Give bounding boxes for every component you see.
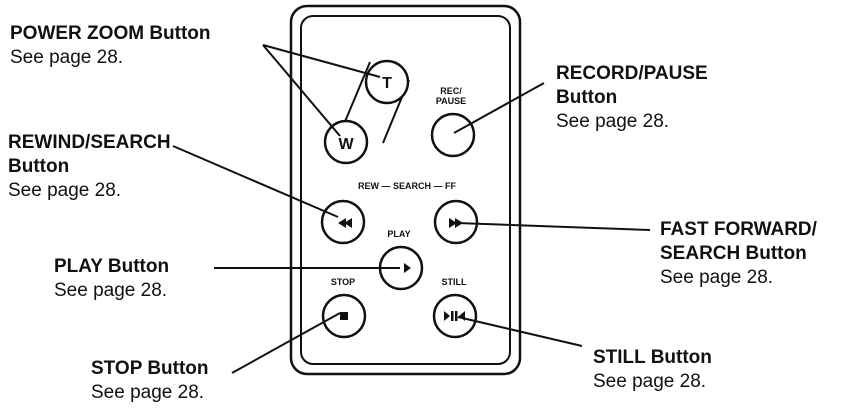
callout-rewind-search: REWIND/SEARCH Button See page 28.: [8, 131, 171, 203]
zoom-tele-letter: T: [382, 75, 392, 92]
callout-fast-forward-title-line2: SEARCH Button: [660, 243, 807, 264]
rewind-button[interactable]: [320, 199, 366, 245]
callout-fast-forward: FAST FORWARD/ SEARCH Button See page 28.: [660, 218, 817, 290]
stop-icon: [340, 312, 348, 320]
callout-power-zoom-title: POWER ZOOM Button: [10, 23, 211, 44]
callout-play-title: PLAY Button: [54, 256, 170, 277]
leader-power-zoom-t: [262, 44, 381, 78]
remote-outer-body: [289, 4, 522, 376]
leader-still: [457, 316, 583, 347]
callout-rewind-search-ref: See page 28.: [8, 180, 122, 201]
callout-still: STILL Button See page 28.: [593, 346, 712, 394]
rewind-icon: [338, 218, 352, 228]
stop-button[interactable]: [321, 293, 367, 339]
callout-power-zoom: POWER ZOOM Button See page 28.: [10, 22, 211, 70]
callout-play-ref: See page 28.: [54, 280, 168, 301]
leader-fast-forward: [456, 222, 651, 231]
leader-power-zoom-w: [262, 44, 341, 137]
callout-record-pause-ref: See page 28.: [556, 111, 670, 132]
search-bar-label: REW — SEARCH — FF: [358, 181, 457, 191]
remote-inner-panel: [300, 15, 511, 365]
zoom-tele-button[interactable]: [364, 59, 410, 105]
callout-record-pause-title-line2: Button: [556, 87, 618, 108]
callout-rewind-search-title-line1: REWIND/SEARCH: [8, 132, 171, 153]
fast-forward-button[interactable]: [433, 199, 479, 245]
callout-stop-title: STOP Button: [91, 358, 209, 379]
callout-play: PLAY Button See page 28.: [54, 255, 169, 303]
callout-record-pause-title-line1: RECORD/PAUSE: [556, 63, 708, 84]
leader-record-pause: [453, 82, 545, 134]
stop-label: STOP: [331, 277, 355, 287]
leader-rewind: [172, 145, 339, 218]
leader-stop: [231, 312, 341, 374]
callout-still-ref: See page 28.: [593, 371, 707, 392]
callout-record-pause: RECORD/PAUSE Button See page 28.: [556, 62, 708, 134]
rec-pause-button[interactable]: [430, 112, 476, 158]
callout-stop: STOP Button See page 28.: [91, 357, 209, 405]
still-label: STILL: [442, 277, 467, 287]
still-button[interactable]: [432, 293, 478, 339]
callout-still-title: STILL Button: [593, 347, 712, 368]
callout-stop-ref: See page 28.: [91, 382, 205, 403]
leader-lines: [172, 44, 651, 374]
rec-pause-label-line2: PAUSE: [436, 96, 466, 106]
play-icon: [404, 263, 411, 273]
callout-rewind-search-title-line2: Button: [8, 156, 70, 177]
play-label: PLAY: [387, 229, 410, 239]
callout-fast-forward-ref: See page 28.: [660, 267, 774, 288]
power-zoom-rocker[interactable]: T W: [323, 59, 410, 165]
callout-power-zoom-ref: See page 28.: [10, 47, 124, 68]
rec-pause-label-line1: REC/: [440, 86, 462, 96]
zoom-wide-letter: W: [338, 136, 354, 153]
callout-fast-forward-title-line1: FAST FORWARD/: [660, 219, 817, 240]
